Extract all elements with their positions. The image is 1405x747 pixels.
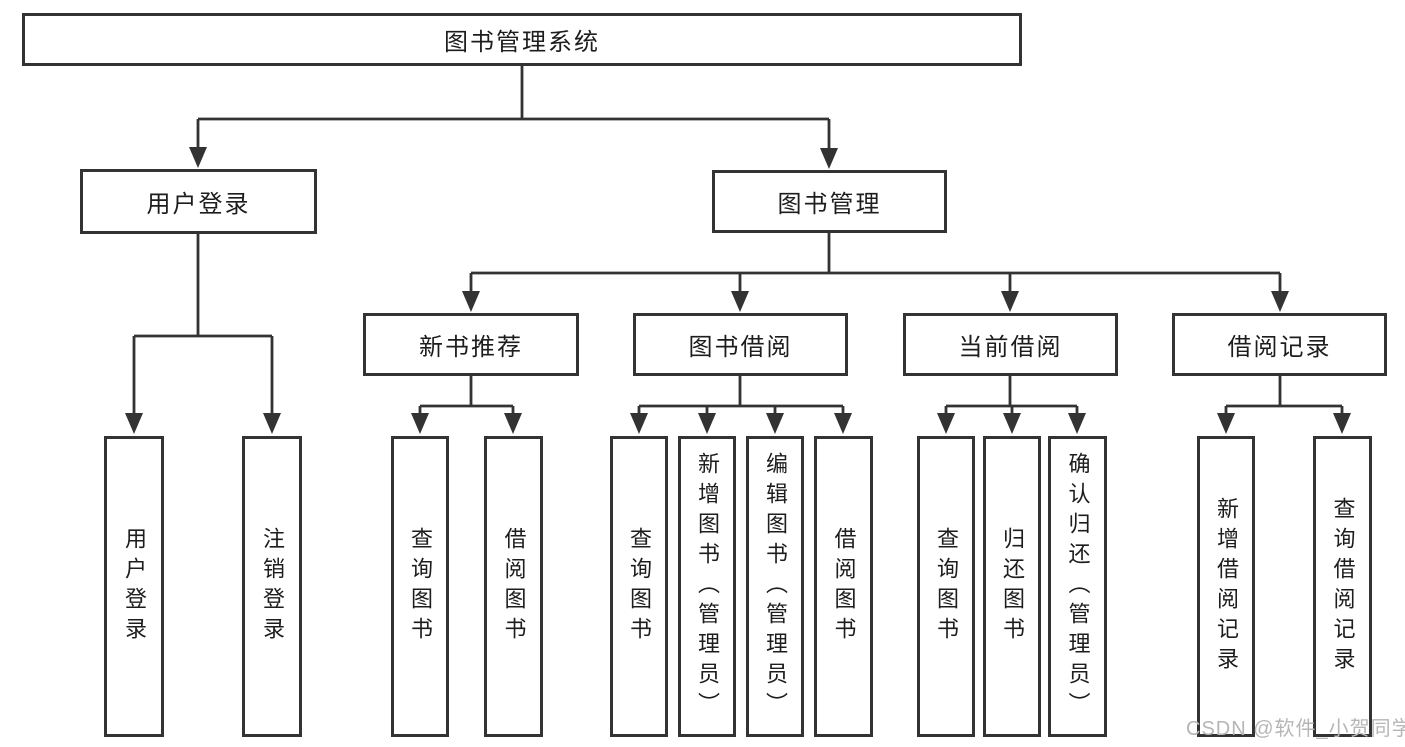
watermark: CSDN @软件_小贺同学 <box>1186 718 1405 740</box>
node-book-management: 图书管理 <box>712 170 947 233</box>
node-new-book-recommend: 新书推荐 <box>363 313 579 376</box>
node-leaf-edit-book-admin: 编辑图书（管理员） <box>746 436 804 737</box>
node-user-login: 用户登录 <box>80 169 317 234</box>
node-leaf-logout: 注销登录 <box>242 436 302 737</box>
node-leaf-add-book-admin: 新增图书（管理员） <box>678 436 736 737</box>
node-leaf-confirm-return-admin: 确认归还（管理员） <box>1048 436 1107 737</box>
node-leaf-return-book: 归还图书 <box>983 436 1041 737</box>
node-library-management-system: 图书管理系统 <box>22 13 1022 66</box>
node-leaf-borrow-book-1: 借阅图书 <box>484 436 543 737</box>
node-leaf-query-borrow-record: 查询借阅记录 <box>1313 436 1372 737</box>
node-book-borrow: 图书借阅 <box>633 313 848 376</box>
node-current-borrow: 当前借阅 <box>903 313 1118 376</box>
node-leaf-query-book-3: 查询图书 <box>917 436 975 737</box>
node-borrow-record: 借阅记录 <box>1172 313 1387 376</box>
node-leaf-borrow-book-2: 借阅图书 <box>814 436 873 737</box>
node-leaf-query-book-1: 查询图书 <box>391 436 449 737</box>
node-leaf-add-borrow-record: 新增借阅记录 <box>1197 436 1255 737</box>
arrowhead-icons <box>125 147 1351 434</box>
node-leaf-user-login: 用户登录 <box>104 436 164 737</box>
node-leaf-query-book-2: 查询图书 <box>610 436 668 737</box>
